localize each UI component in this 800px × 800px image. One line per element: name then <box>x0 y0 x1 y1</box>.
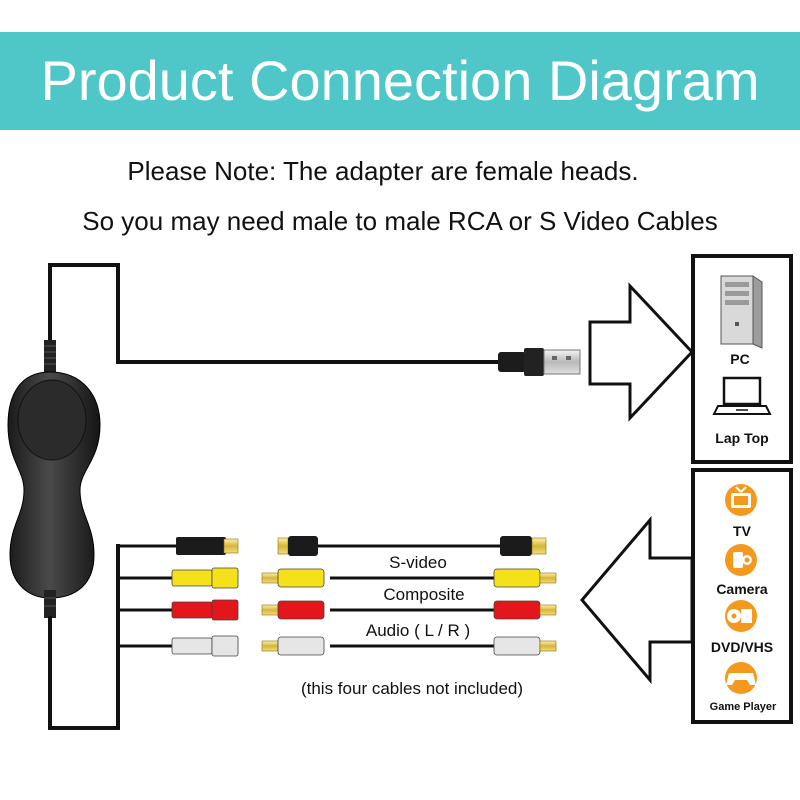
audio-red-cable <box>261 600 557 620</box>
adapter-composite-female <box>171 567 239 589</box>
adapter-audio-red-female <box>171 599 239 621</box>
pc-tower-icon <box>720 275 763 349</box>
tv-label: TV <box>733 523 752 539</box>
laptop-label: Lap Top <box>715 430 768 446</box>
dvd-icon <box>725 600 757 632</box>
svideo-label: S-video <box>389 553 447 572</box>
usb-plug <box>498 348 581 376</box>
title-banner: Product Connection Diagram <box>0 32 800 130</box>
pc-label: PC <box>730 351 749 367</box>
game-controller-icon <box>725 662 757 694</box>
adapter-audio-white-female <box>171 635 239 657</box>
dvd-label: DVD/VHS <box>711 639 773 655</box>
adapter-cable-bundle <box>48 544 120 730</box>
game-player-label: Game Player <box>710 701 777 713</box>
camera-icon <box>725 544 757 576</box>
page-title: Product Connection Diagram <box>40 49 760 112</box>
arrow-from-sources <box>580 515 694 685</box>
audio-label: Audio ( L / R ) <box>366 621 470 640</box>
camera-label: Camera <box>716 581 768 597</box>
composite-label: Composite <box>383 585 464 604</box>
adapter-svideo-female <box>176 537 239 555</box>
usb-cable <box>48 263 500 364</box>
composite-cable <box>261 568 557 588</box>
note-line-1: Please Note: The adapter are female head… <box>127 156 639 186</box>
capture-device <box>7 340 101 618</box>
audio-white-cable <box>261 636 557 656</box>
cables-footnote: (this four cables not included) <box>301 679 523 698</box>
tv-icon <box>725 484 757 516</box>
laptop-icon <box>712 376 772 415</box>
note-line-2: So you may need male to male RCA or S Vi… <box>82 206 718 236</box>
svideo-cable <box>277 536 547 556</box>
arrow-to-computer <box>588 282 695 422</box>
